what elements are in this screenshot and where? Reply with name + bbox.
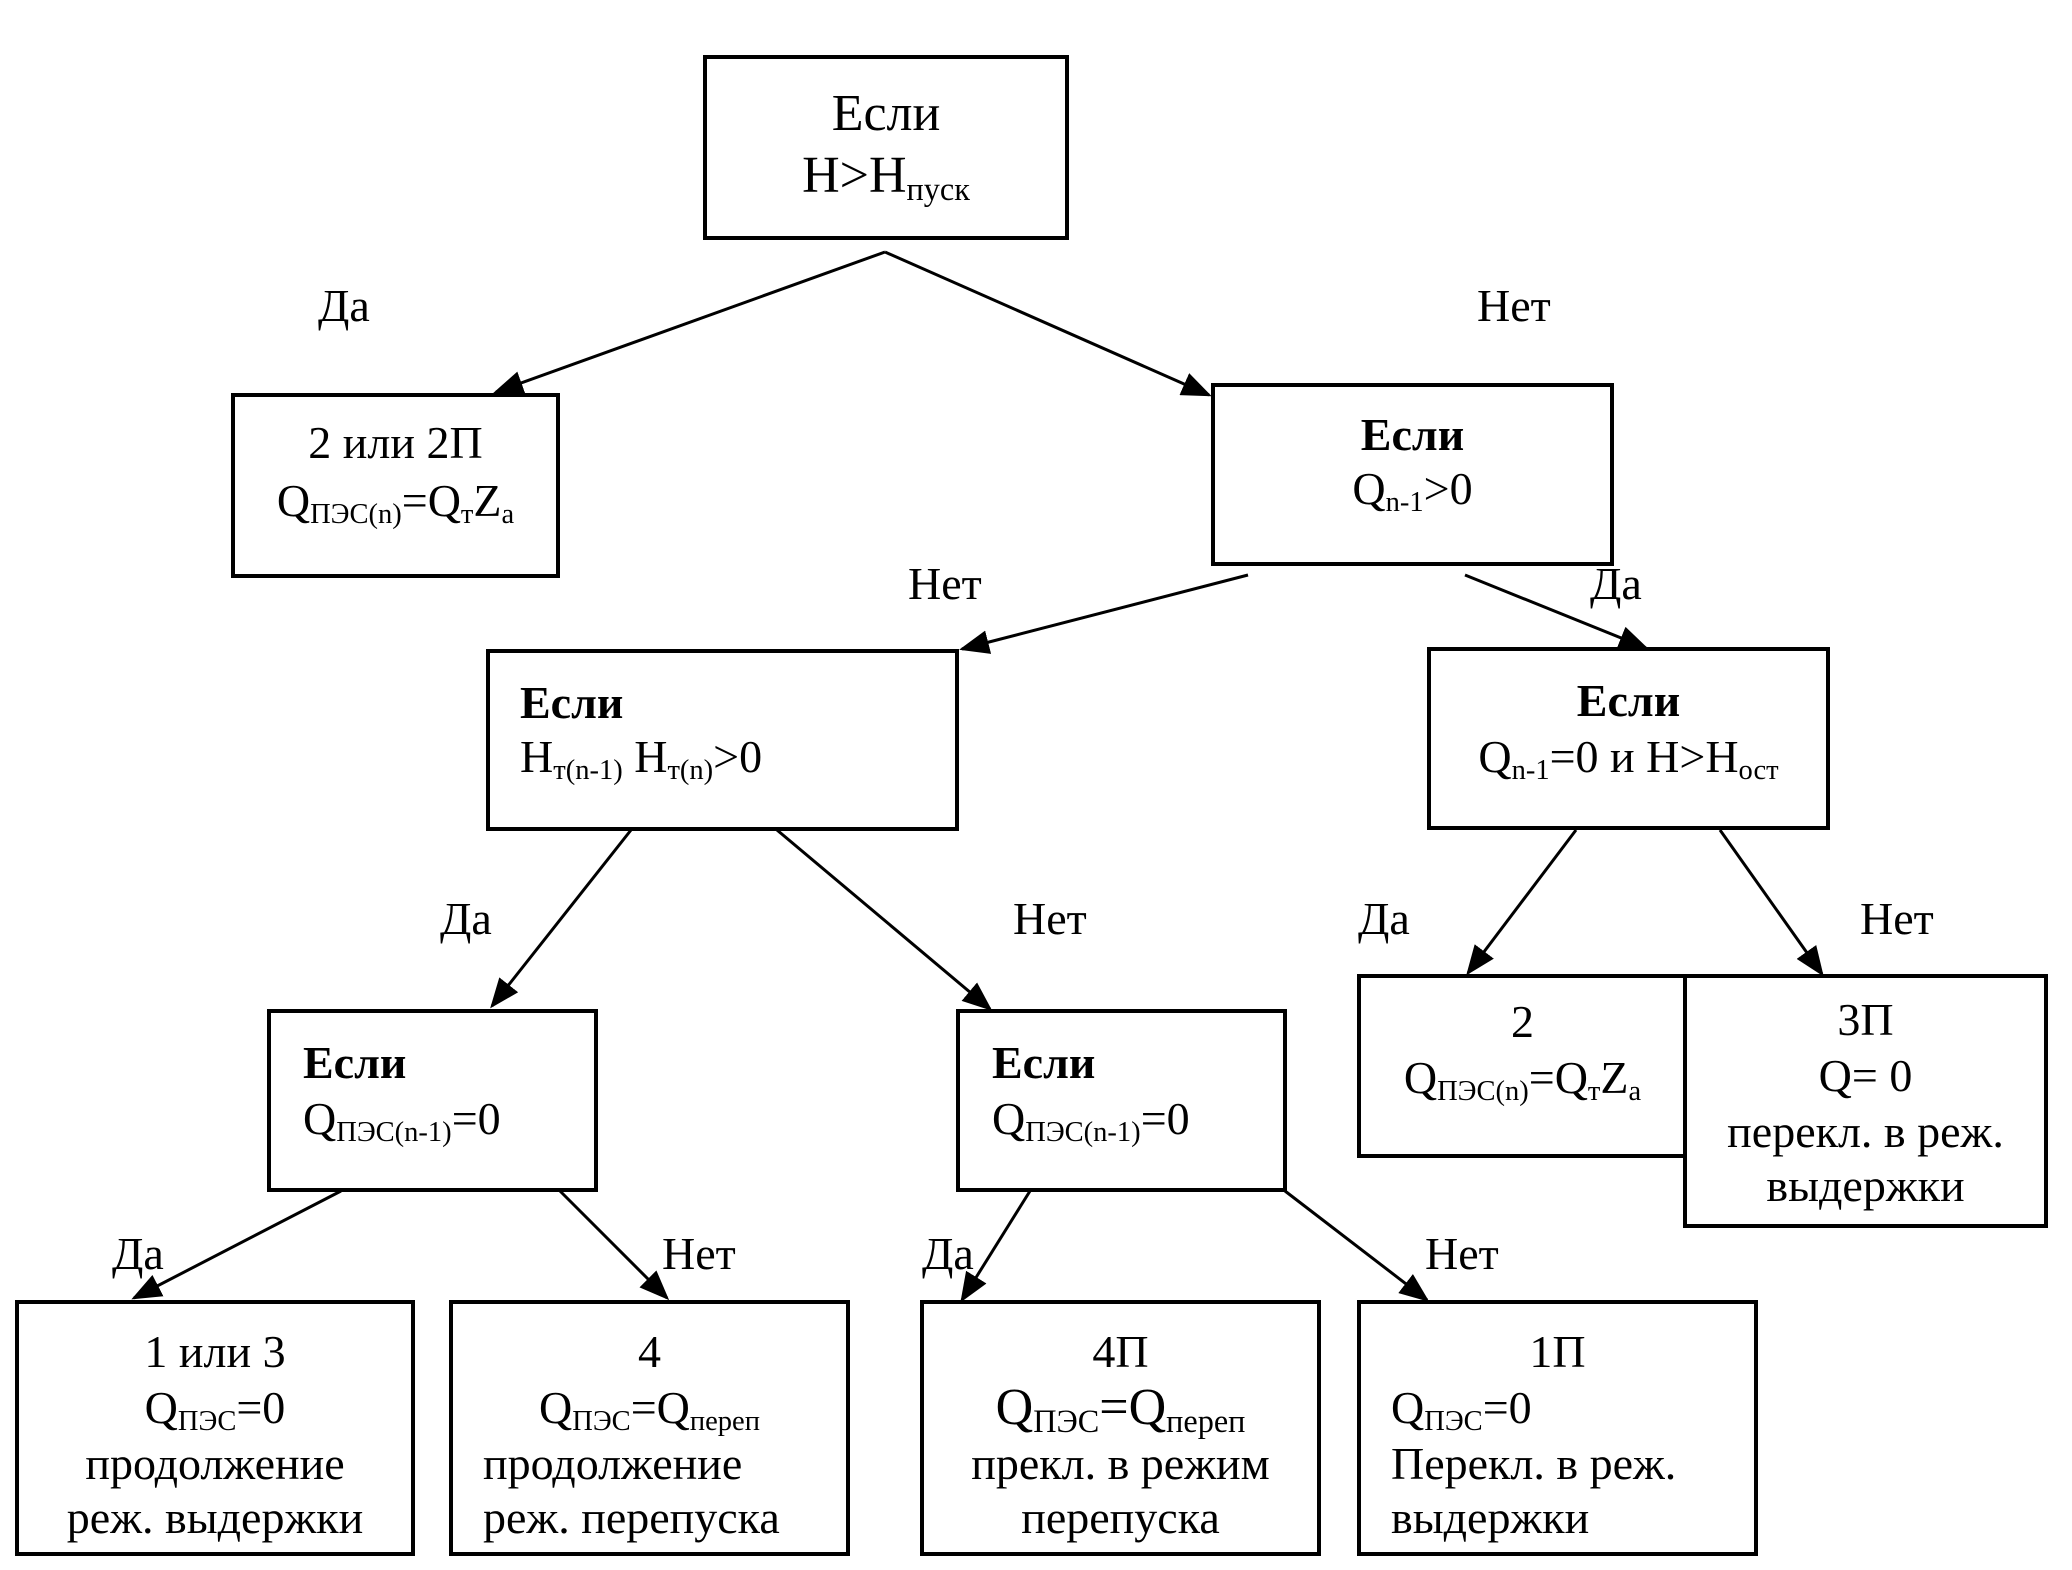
result-formula: QПЭС(n)=QтZа — [1403, 1052, 1642, 1108]
condition-box-pes-right: Если QПЭС(n-1)=0 — [956, 1009, 1287, 1192]
label-ht-no: Нет — [1013, 893, 1087, 944]
condition-expression: QПЭС(n-1)=0 — [992, 1093, 1190, 1149]
result-title: 3П — [1837, 994, 1894, 1045]
label-qn-no: Нет — [1860, 893, 1934, 944]
result-mode: реж. выдержки — [66, 1492, 364, 1543]
root-condition: H>Hпуск — [802, 147, 970, 208]
result-box-2: 2 QПЭС(n)=QтZа — [1357, 974, 1688, 1158]
result-title: 4 — [638, 1326, 661, 1377]
root-condition-box: Если H>Hпуск — [703, 55, 1069, 240]
arrow-qn-yes — [1466, 829, 1578, 976]
condition-title: Если — [1360, 409, 1465, 460]
condition-box-qn-ost: Если Qn-1=0 и H>Hост — [1427, 647, 1830, 830]
label-qn-yes: Да — [1358, 893, 1410, 944]
result-title: 2 или 2П — [308, 417, 483, 468]
result-action: продолжение — [483, 1438, 743, 1489]
label-root-yes: Да — [318, 280, 370, 331]
result-flow: Q= 0 — [1818, 1050, 1913, 1101]
arrow-q-yes — [1464, 573, 1649, 650]
label-root-no: Нет — [1477, 280, 1551, 331]
result-formula: QПЭС=0 — [1391, 1382, 1532, 1438]
condition-title: Если — [303, 1037, 407, 1088]
result-action: продолжение — [85, 1438, 345, 1489]
arrow-q-no — [959, 573, 1249, 654]
arrow-ht-yes — [490, 829, 633, 1009]
result-title: 1П — [1529, 1326, 1586, 1377]
label-pesR-yes: Да — [922, 1228, 974, 1279]
label-q-yes: Да — [1590, 558, 1642, 609]
result-title: 1 или 3 — [144, 1326, 286, 1377]
result-box-4: 4 QПЭС=Qпереп продолжение реж. перепуска — [449, 1300, 850, 1556]
result-action: Перекл. в реж. — [1391, 1438, 1677, 1489]
label-pesL-no: Нет — [662, 1228, 736, 1279]
label-pesL-yes: Да — [112, 1228, 164, 1279]
label-q-no: Нет — [908, 558, 982, 609]
result-title: 2 — [1511, 996, 1534, 1047]
arrow-root-no — [884, 250, 1212, 397]
result-box-2-or-2p: 2 или 2П QПЭС(n)=QтZа — [231, 393, 560, 578]
condition-box-pes-left: Если QПЭС(n-1)=0 — [267, 1009, 598, 1192]
condition-expression: Qn-1=0 и H>Hост — [1478, 731, 1779, 787]
result-box-4p: 4П QПЭС=Qпереп прекл. в режим перепуска — [920, 1300, 1321, 1556]
result-box-1p: 1П QПЭС=0 Перекл. в реж. выдержки — [1357, 1300, 1758, 1556]
arrow-root-yes — [493, 250, 886, 395]
root-title: Если — [831, 85, 941, 142]
condition-title: Если — [992, 1037, 1096, 1088]
arrow-pesR-no — [1284, 1189, 1430, 1302]
result-title: 4П — [1092, 1326, 1149, 1377]
label-ht-yes: Да — [440, 893, 492, 944]
result-formula: QПЭС=Qпереп — [539, 1382, 760, 1438]
condition-title: Если — [1576, 675, 1681, 726]
result-formula: QПЭС=0 — [144, 1382, 286, 1438]
result-mode: выдержки — [1766, 1160, 1965, 1211]
arrow-pesL-yes — [131, 1189, 342, 1300]
result-mode: выдержки — [1391, 1492, 1590, 1543]
condition-expression: Qn-1>0 — [1352, 463, 1473, 519]
result-action: перекл. в реж. — [1727, 1106, 2004, 1157]
result-mode: перепуска — [1021, 1492, 1220, 1543]
result-action: прекл. в режим — [971, 1438, 1270, 1489]
condition-box-q-prev: Если Qn-1>0 — [1211, 383, 1614, 566]
condition-expression: QПЭС(n-1)=0 — [303, 1093, 501, 1149]
result-formula: QПЭС=Qпереп — [995, 1379, 1246, 1440]
condition-box-ht: Если Hт(n-1) Hт(n)>0 — [486, 649, 959, 831]
condition-title: Если — [520, 677, 624, 728]
label-pesR-no: Нет — [1425, 1228, 1499, 1279]
result-formula: QПЭС(n)=QтZа — [276, 475, 515, 531]
arrow-ht-no — [776, 828, 993, 1011]
result-mode: реж. перепуска — [483, 1492, 780, 1543]
arrow-pesL-no — [558, 1189, 670, 1301]
result-box-1-or-3: 1 или 3 QПЭС=0 продолжение реж. выдержки — [15, 1300, 415, 1556]
result-box-3p: 3П Q= 0 перекл. в реж. выдержки — [1683, 974, 2048, 1228]
condition-expression: Hт(n-1) Hт(n)>0 — [520, 731, 763, 787]
arrow-pesR-yes — [960, 1190, 1032, 1303]
arrow-qn-no — [1718, 829, 1824, 977]
